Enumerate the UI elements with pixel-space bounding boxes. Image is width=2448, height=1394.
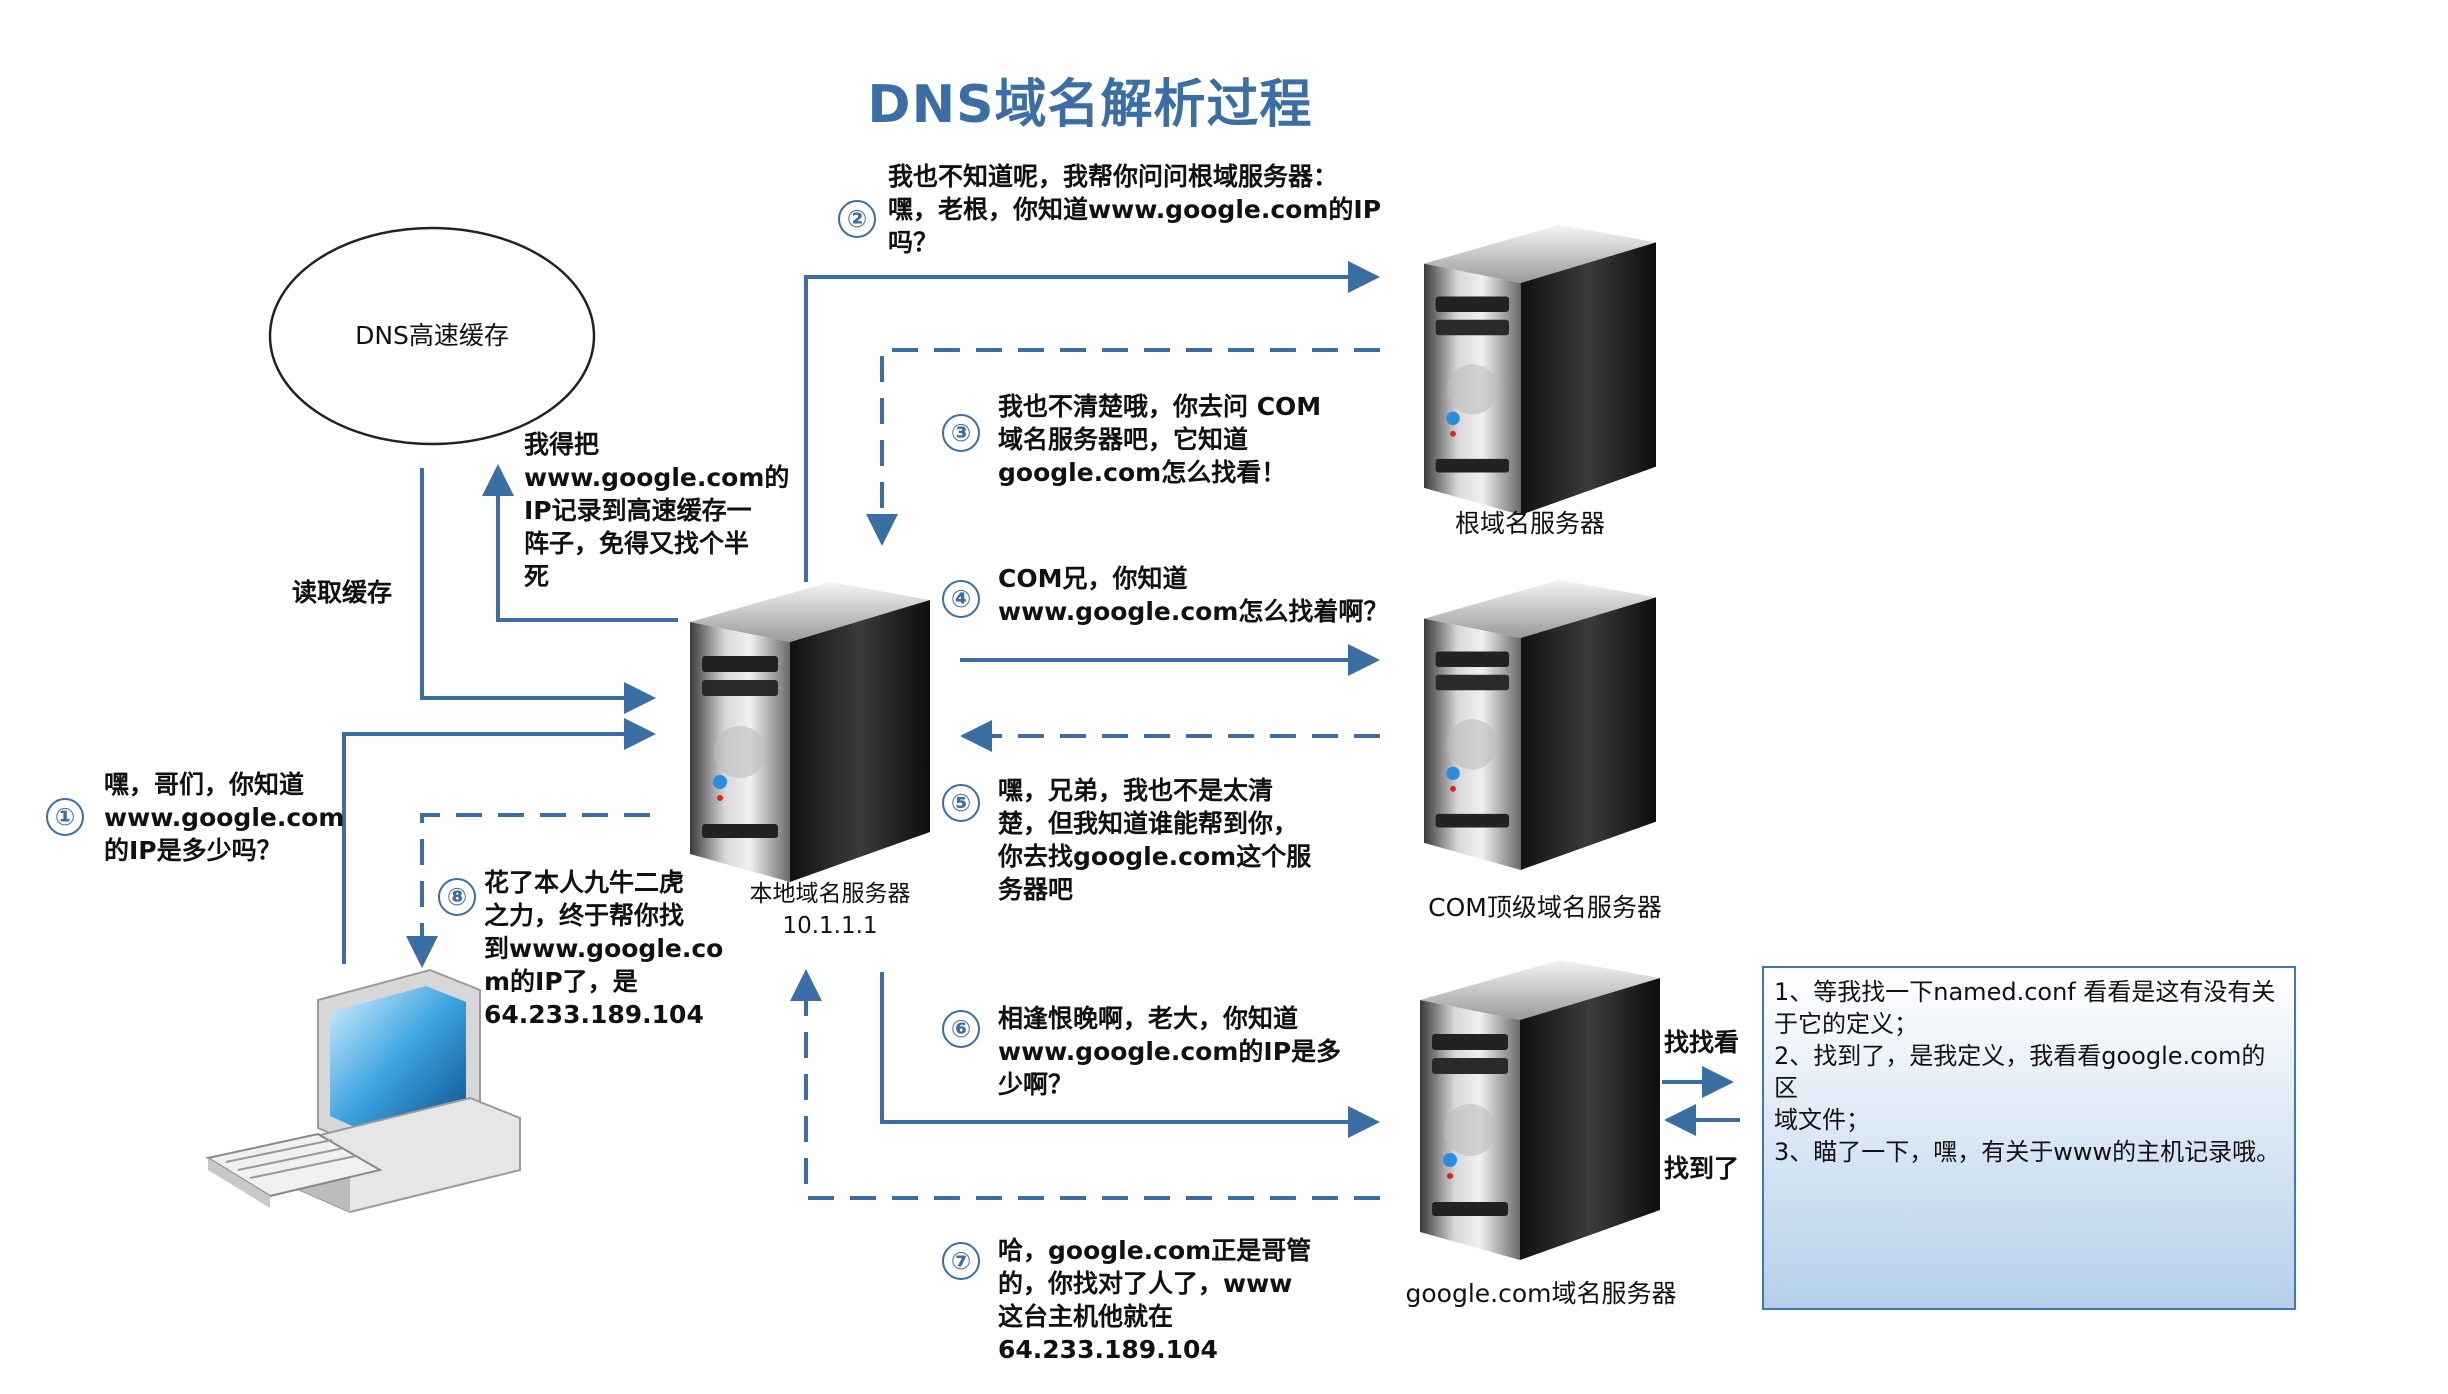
write-cache-label: 我得把 www.google.com的 IP记录到高速缓存一 阵子，免得又找个半… (524, 430, 790, 591)
local-dns-server-icon (690, 582, 930, 882)
step-5-badge: ⑤ (942, 784, 980, 822)
step-1-badge: ① (46, 798, 84, 836)
step-7-badge: ⑦ (942, 1242, 980, 1280)
arrow-step-1 (342, 718, 656, 964)
google-dns-server-icon (1420, 960, 1660, 1260)
com-server-label: COM顶级域名服务器 (1428, 893, 1662, 922)
read-cache-label: 读取缓存 (292, 578, 393, 607)
arrow-step-2 (804, 261, 1380, 582)
found-label: 找到了 (1664, 1154, 1740, 1183)
arrow-write-cache (482, 464, 678, 622)
arrow-step-8 (406, 813, 650, 968)
arrow-step-6 (880, 972, 1380, 1138)
note-line: 2、找到了，是我定义，我看看google.com的区 (1774, 1042, 2266, 1102)
step-8-badge: ⑧ (438, 878, 476, 916)
com-dns-server-icon (1424, 580, 1656, 870)
dns-cache-label: DNS高速缓存 (355, 321, 509, 350)
step-3-badge: ③ (942, 414, 980, 452)
step-4-text: COM兄，你知道 www.google.com怎么找着啊？ (998, 564, 1389, 626)
diagram-title: DNS域名解析过程 (867, 75, 1313, 135)
note-line: 1、等我找一下named.conf 看看是这有没有关 (1774, 978, 2276, 1006)
step-6-text: 相逢恨晚啊，老大，你知道 www.google.com的IP是多 少啊？ (998, 1004, 1342, 1099)
note-line: 域文件； (1774, 1106, 1870, 1134)
step-2-badge: ② (838, 200, 876, 238)
lookup-note-box: 1、等我找一下named.conf 看看是这有没有关 于它的定义； 2、找到了，… (1762, 966, 2296, 1310)
root-dns-server-icon (1424, 225, 1656, 515)
step-3-text: 我也不清楚哦，你去问 COM 域名服务器吧，它知道 google.com怎么找看… (998, 392, 1322, 487)
note-line: 于它的定义； (1774, 1010, 1918, 1038)
step-8-text: 花了本人九牛二虎 之力，终于帮你找 到www.google.co m的IP了，是… (484, 868, 724, 1029)
arrow-read-cache (420, 468, 656, 714)
step-7-text: 哈，google.com正是哥管 的，你找对了人了，www 这台主机他就在 64… (998, 1236, 1312, 1364)
arrow-step-7 (790, 969, 1380, 1200)
step-4-badge: ④ (942, 580, 980, 618)
step-2-text: 我也不知道呢，我帮你问问根域服务器： 嘿，老根，你知道www.google.co… (888, 162, 1382, 257)
root-server-label: 根域名服务器 (1454, 509, 1605, 538)
dns-cache-ellipse (268, 226, 596, 446)
local-server-label: 本地域名服务器 10.1.1.1 (749, 881, 911, 939)
find-label: 找找看 (1664, 1028, 1740, 1057)
note-line: 3、瞄了一下，嘿，有关于www的主机记录哦。 (1774, 1138, 2281, 1166)
google-server-label: google.com域名服务器 (1405, 1279, 1677, 1308)
step-5-text: 嘿，兄弟，我也不是太清 楚，但我知道谁能帮到你， 你去找google.com这个… (998, 776, 1312, 904)
client-computer-icon (205, 968, 521, 1214)
step-1-text: 嘿，哥们，你知道 www.google.com 的IP是多少吗？ (104, 770, 345, 865)
step-6-badge: ⑥ (942, 1010, 980, 1048)
